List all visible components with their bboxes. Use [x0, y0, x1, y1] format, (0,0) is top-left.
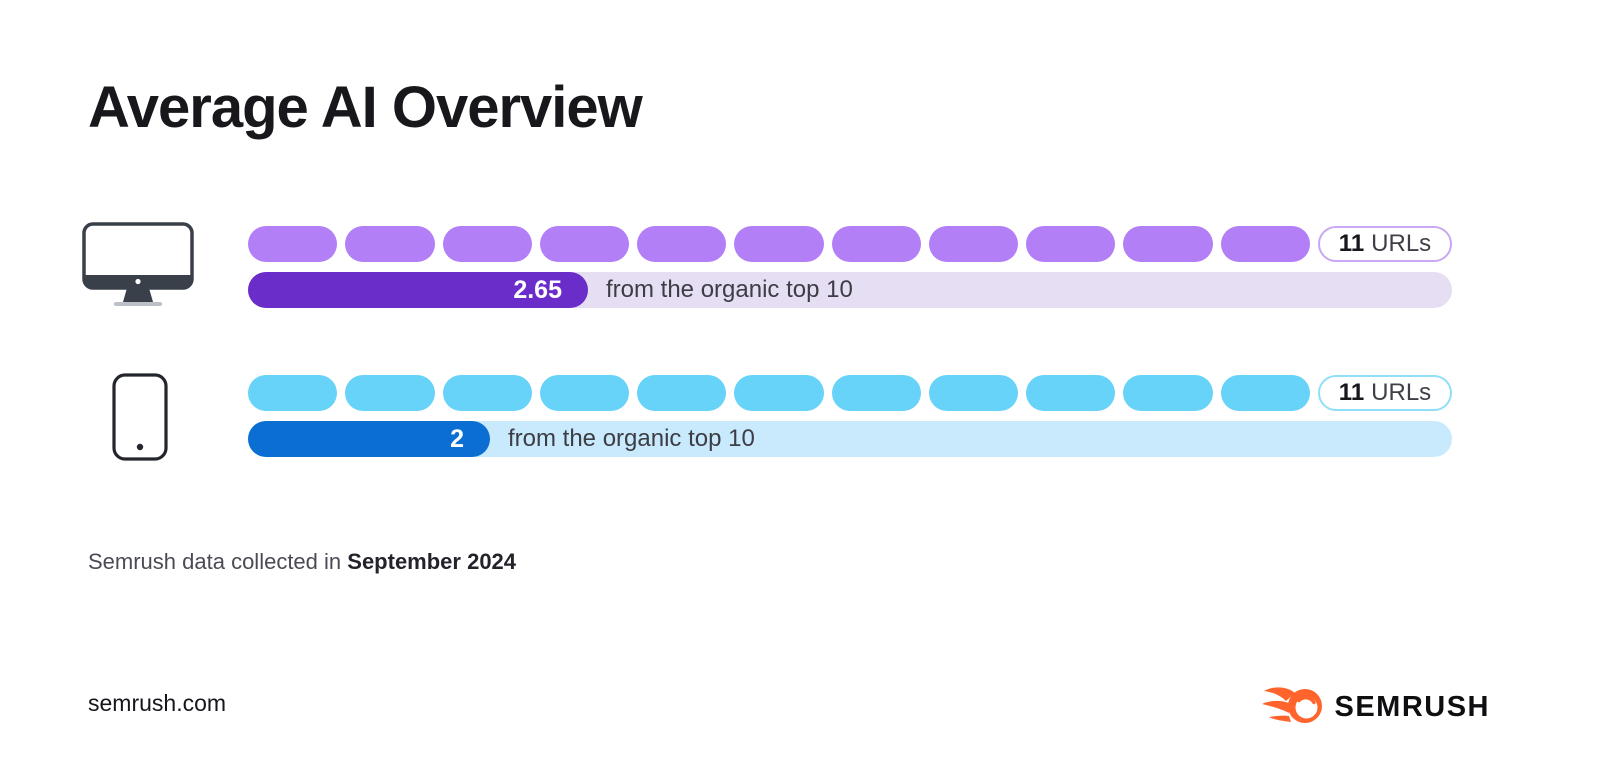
monitor-icon — [82, 222, 194, 313]
mobile-url-pill — [637, 375, 727, 411]
mobile-url-pill — [1220, 375, 1310, 411]
desktop-urls-unit: URLs — [1371, 230, 1432, 257]
mobile-url-pill — [539, 375, 630, 411]
mobile-urls-count: 11 — [1338, 379, 1365, 406]
desktop-url-pill — [637, 226, 727, 262]
mobile-bar-label: from the organic top 10 — [508, 425, 755, 452]
desktop-url-pill — [831, 226, 921, 262]
desktop-url-pill — [345, 226, 435, 262]
desktop-bar-track: 2.65 from the organic top 10 — [248, 272, 1452, 308]
mobile-url-pill — [734, 375, 824, 411]
desktop-bar-value: 2.65 — [513, 275, 562, 304]
footnote-date: September 2024 — [347, 549, 517, 574]
desktop-url-pill — [539, 226, 630, 262]
mobile-bar-value: 2 — [450, 424, 464, 453]
page-title: Average AI Overview — [88, 75, 643, 140]
mobile-urls-badge: 11 URLs — [1318, 375, 1452, 411]
mobile-url-pill — [1026, 375, 1116, 411]
desktop-urls-badge: 11 URLs — [1318, 226, 1452, 262]
site-url: semrush.com — [88, 690, 227, 716]
mobile-url-pill — [1123, 375, 1213, 411]
desktop-url-pill — [1026, 226, 1116, 262]
mobile-urls-unit: URLs — [1371, 379, 1432, 406]
desktop-url-pill — [1123, 226, 1213, 262]
semrush-logo: SEMRUSH — [1262, 684, 1490, 731]
mobile-url-pills — [248, 375, 1310, 411]
desktop-url-pill — [1220, 226, 1310, 262]
desktop-bar-label: from the organic top 10 — [606, 276, 853, 303]
desktop-pills-row: 11 URLs — [248, 226, 1452, 262]
semrush-wordmark: SEMRUSH — [1334, 691, 1490, 723]
desktop-bar-fill: 2.65 — [248, 272, 588, 308]
mobile-bar-fill: 2 — [248, 421, 490, 457]
mobile-bar-track: 2 from the organic top 10 — [248, 421, 1452, 457]
desktop-urls-count: 11 — [1338, 230, 1365, 257]
mobile-pills-row: 11 URLs — [248, 375, 1452, 411]
mobile-url-pill — [442, 375, 532, 411]
phone-icon — [112, 373, 168, 466]
mobile-url-pill — [248, 375, 338, 411]
footnote-prefix: Semrush data collected in — [88, 549, 348, 574]
semrush-flame-icon — [1262, 684, 1324, 731]
mobile-url-pill — [831, 375, 921, 411]
desktop-url-pill — [928, 226, 1019, 262]
mobile-url-pill — [928, 375, 1019, 411]
desktop-url-pill — [442, 226, 532, 262]
mobile-url-pill — [345, 375, 435, 411]
desktop-url-pill — [734, 226, 824, 262]
desktop-url-pills — [248, 226, 1310, 262]
desktop-url-pill — [248, 226, 338, 262]
data-source-note: Semrush data collected in September 2024 — [88, 549, 516, 575]
